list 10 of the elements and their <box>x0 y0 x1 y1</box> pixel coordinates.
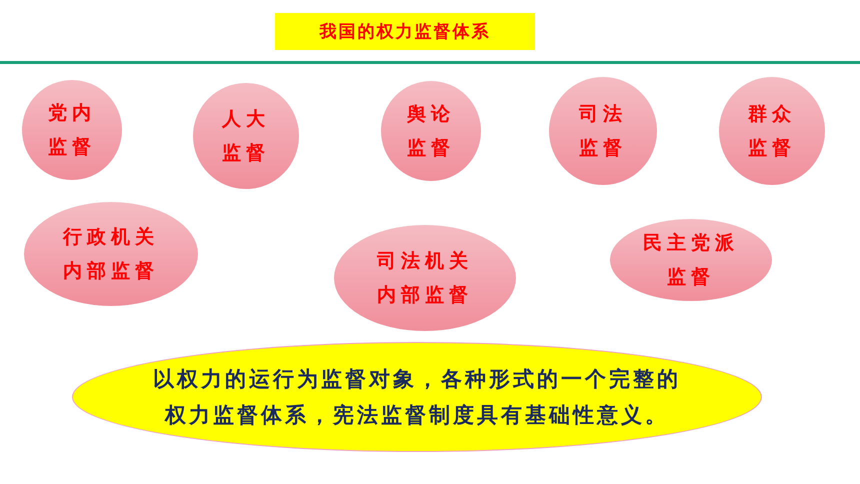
supervision-bubble: 人大监督 <box>193 83 299 189</box>
supervision-bubble: 行政机关内部监督 <box>24 202 198 306</box>
title-banner: 我国的权力监督体系 <box>275 13 535 50</box>
supervision-bubble: 党内监督 <box>22 80 122 180</box>
summary-ellipse: 以权力的运行为监督对象，各种形式的一个完整的权力监督体系，宪法监督制度具有基础性意义。 <box>72 342 762 452</box>
supervision-bubble: 舆论监督 <box>381 81 481 181</box>
supervision-bubble: 司法监督 <box>549 77 657 185</box>
supervision-bubble: 司法机关内部监督 <box>334 225 516 331</box>
supervision-bubble: 群众监督 <box>719 77 825 185</box>
supervision-bubble: 民主党派监督 <box>610 219 772 301</box>
